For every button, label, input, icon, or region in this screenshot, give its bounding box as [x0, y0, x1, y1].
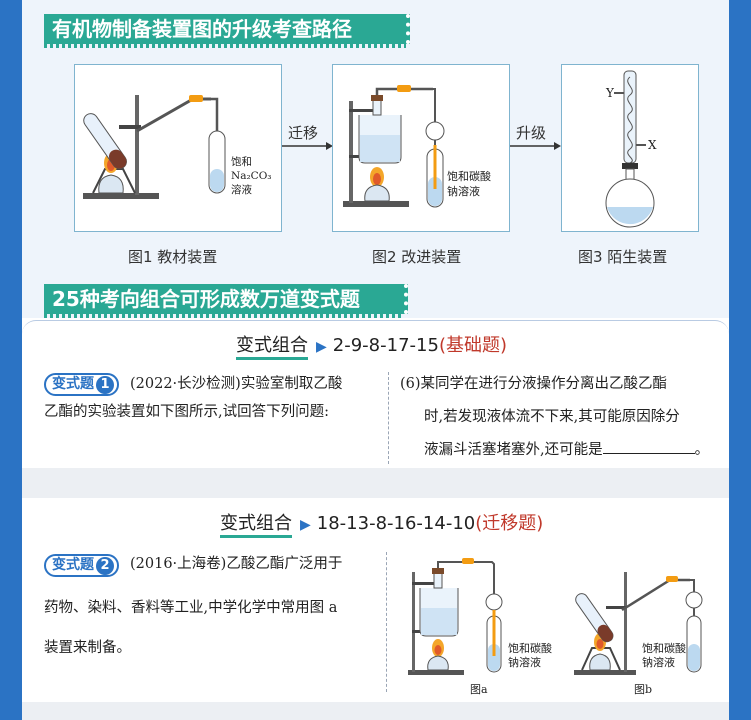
figure-1-solution-label-3: 溶液 [231, 183, 252, 196]
combo-1-title: 变式组合 ▶ 2-9-8-17-15(基础题) [236, 331, 507, 360]
column-divider [386, 552, 387, 692]
arrow-1-label: 迁移 [288, 124, 319, 142]
combo-2-left-line-3: 装置来制备。 [44, 640, 131, 656]
card-separator [22, 468, 729, 498]
combo-2-title: 变式组合 ▶ 18-13-8-16-14-10(迁移题) [220, 509, 544, 538]
combo-2-tag: (迁移题) [475, 513, 544, 534]
bottom-strip [22, 702, 729, 720]
figure-3-label-x: X [648, 138, 657, 152]
combo-1-right-line-3-row: 液漏斗活塞堵塞外,还可能是 。 [400, 434, 728, 467]
variant-combo-card-2 [22, 498, 729, 702]
figure-a-apparatus-diagram: 饱和碳酸 钠溶液 图a [408, 558, 552, 696]
figure-a-caption: 图a [470, 683, 488, 696]
triangle-right-icon: ▶ [300, 517, 311, 533]
figure-2-box: 饱和碳酸 钠溶液 [332, 64, 510, 232]
figure-3-caption: 图3 陌生装置 [578, 248, 668, 266]
figure-2-caption: 图2 改进装置 [372, 248, 462, 266]
arrow-2-label: 升级 [516, 124, 547, 142]
arrow-right-icon [282, 142, 333, 150]
figure-a-solution-label-2: 钠溶液 [508, 655, 541, 669]
column-divider [388, 372, 389, 464]
combo-1-question-left-2: 乙酯的实验装置如下图所示,试回答下列问题: [44, 396, 384, 429]
figure-b-solution-label-2: 钠溶液 [642, 655, 675, 669]
combo-1-question-right: (6)某同学在进行分液操作分离出乙酸乙酯 时,若发现液体流不下来,其可能原因除分… [400, 368, 728, 467]
combo-2-heading: 变式组合 [220, 513, 292, 538]
badge-label: 变式题 [52, 557, 94, 573]
combo-1-right-end: 。 [694, 442, 710, 458]
figure-3-apparatus-diagram: Y X [605, 70, 657, 228]
banner-title: 25种考向组合可形成数万道变式题 [52, 287, 360, 311]
badge-number: 1 [96, 376, 114, 394]
figure-1-apparatus-diagram: 饱和 Na₂CO₃ 溶液 [83, 95, 272, 199]
figure-3-box: Y X [561, 64, 699, 232]
section-banner-variants: 25种考向组合可形成数万道变式题 [44, 284, 408, 318]
combo-1-tag: (基础题) [438, 335, 507, 356]
combo-1-left-line-2: 乙酯的实验装置如下图所示,试回答下列问题: [44, 404, 329, 420]
variant-combo-card-1 [22, 320, 729, 469]
combo-1-sequence: 2-9-8-17-15 [332, 335, 439, 356]
figure-3-label-y: Y [605, 86, 615, 100]
figure-1-solution-label-2: Na₂CO₃ [231, 170, 272, 182]
combo-2-sequence: 18-13-8-16-14-10 [316, 513, 476, 534]
figure-2-apparatus-diagram: 饱和碳酸 钠溶液 [343, 85, 491, 208]
banner-title: 有机物制备装置图的升级考查路径 [52, 17, 352, 41]
triangle-right-icon: ▶ [316, 339, 327, 355]
combo-1-right-line-3: 液漏斗活塞堵塞外,还可能是 [424, 442, 603, 458]
figure-b-solution-label-1: 饱和碳酸 [642, 641, 686, 655]
left-border [0, 318, 22, 720]
combo-1-right-line-2: 时,若发现液体流不下来,其可能原因除分 [424, 409, 680, 425]
figure-1-solution-label-1: 饱和 [231, 156, 252, 168]
figure-1-box: 饱和 Na₂CO₃ 溶液 [74, 64, 282, 232]
figure-a-solution-label-1: 饱和碳酸 [508, 641, 552, 655]
figure-b-apparatus-diagram: 饱和碳酸 钠溶液 图b [574, 572, 703, 696]
combo-2-question-left-2: 药物、染料、香料等工业,中学化学中常用图 a 装置来制备。 [44, 588, 384, 668]
combo-2-left-line-1: (2016·上海卷)乙酸乙酯广泛用于 [130, 556, 343, 572]
figure-1-caption: 图1 教材装置 [128, 248, 218, 266]
figure-b-caption: 图b [634, 683, 652, 696]
combo-2-left-line-2: 药物、染料、香料等工业,中学化学中常用图 a [44, 600, 338, 616]
figure-2-solution-label-1: 饱和碳酸 [447, 169, 491, 183]
combo-1-heading: 变式组合 [236, 335, 308, 360]
arrow-right-icon [510, 142, 561, 150]
badge-label: 变式题 [52, 376, 94, 392]
combo-2-question-left: (2016·上海卷)乙酸乙酯广泛用于 [130, 548, 382, 581]
answer-blank [602, 439, 695, 454]
badge-number: 2 [96, 557, 114, 575]
combo-1-right-line-1: (6)某同学在进行分液操作分离出乙酸乙酯 [400, 376, 668, 392]
right-border [729, 318, 751, 720]
figure-2-solution-label-2: 钠溶液 [447, 184, 480, 198]
section-banner-upgrade-path: 有机物制备装置图的升级考查路径 [44, 14, 410, 48]
combo-1-left-line-1: (2022·长沙检测)实验室制取乙酸 [130, 376, 343, 392]
combo-1-question-left: (2022·长沙检测)实验室制取乙酸 [130, 368, 380, 401]
